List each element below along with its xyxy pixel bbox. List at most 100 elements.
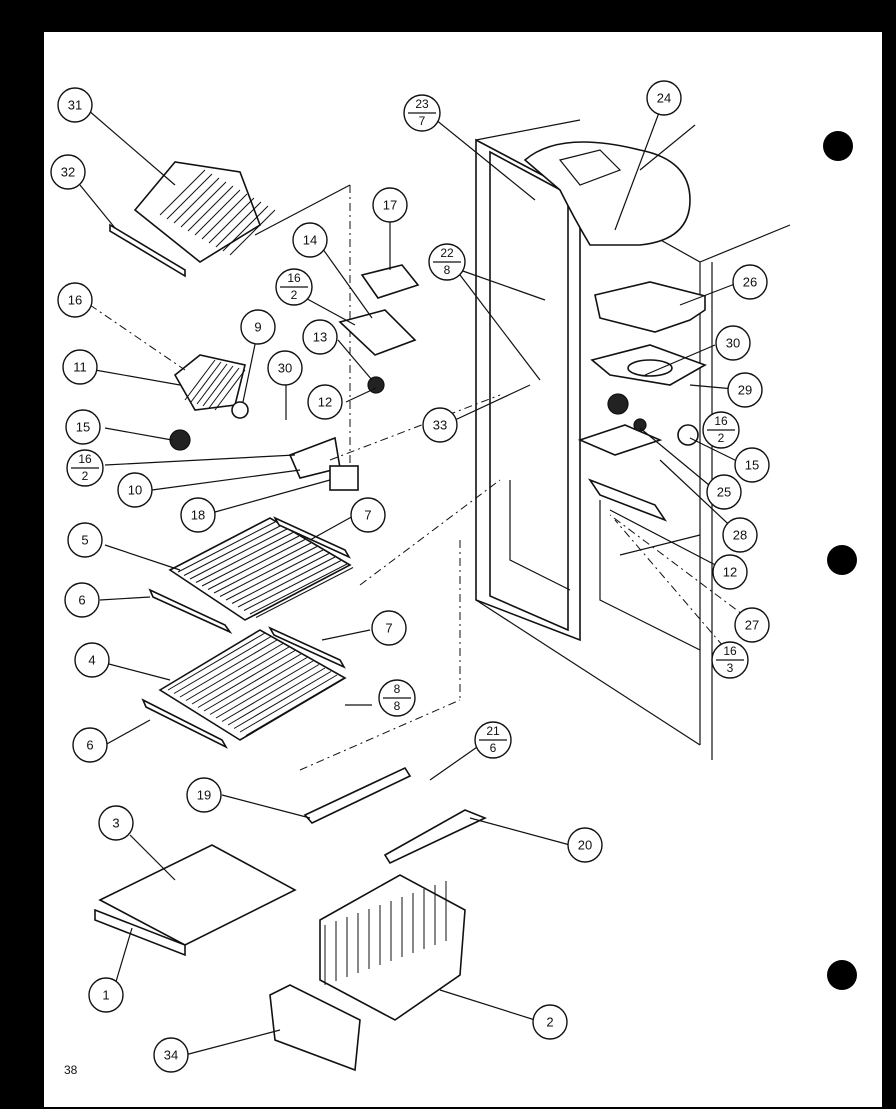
shelf-wire bbox=[249, 563, 348, 615]
shelf-wire bbox=[209, 657, 308, 715]
callout-c7a: 7 bbox=[350, 497, 386, 533]
callout-text: 15 bbox=[76, 419, 90, 434]
callout-text: 20 bbox=[578, 837, 592, 852]
shelf-wire bbox=[177, 521, 276, 573]
callout-c18: 18 bbox=[180, 497, 216, 533]
shelf-wire bbox=[215, 660, 314, 719]
page-number: 38 bbox=[64, 1063, 78, 1077]
cabinet-frame bbox=[475, 119, 791, 760]
callout-c15a: 15 bbox=[65, 409, 101, 445]
callout-c16a: 16 bbox=[57, 282, 93, 318]
tray-slat bbox=[215, 201, 262, 248]
binder-hole-middle bbox=[827, 545, 857, 575]
fraction-bottom: 6 bbox=[490, 741, 497, 755]
callout-c20: 20 bbox=[567, 827, 603, 863]
icemaker-rib bbox=[196, 363, 228, 405]
fraction-bottom: 2 bbox=[291, 288, 298, 302]
tray-slat bbox=[201, 193, 248, 240]
fraction-top: 22 bbox=[440, 246, 454, 260]
tray-slat bbox=[194, 189, 241, 236]
binder-hole-top bbox=[823, 131, 853, 161]
fraction-f16c: 162 bbox=[702, 411, 740, 449]
shelf-wire bbox=[195, 532, 294, 583]
fraction-top: 16 bbox=[287, 271, 301, 285]
cover-and-trim bbox=[94, 844, 297, 957]
callout-text: 18 bbox=[191, 507, 205, 522]
fraction-bottom: 2 bbox=[718, 431, 725, 445]
icemaker-rib bbox=[202, 365, 234, 407]
callout-labels: 3132161193015101817141312332426302915252… bbox=[50, 80, 770, 1073]
shelf-wire bbox=[197, 650, 296, 708]
callout-text: 11 bbox=[73, 359, 87, 374]
shelf-wire bbox=[203, 653, 302, 712]
wire-shelves bbox=[141, 479, 501, 749]
callout-text: 28 bbox=[733, 527, 747, 542]
callout-text: 6 bbox=[78, 592, 85, 607]
callout-text: 2 bbox=[546, 1014, 553, 1029]
callout-c6b: 6 bbox=[72, 727, 108, 763]
ice-tray-assembly bbox=[109, 161, 351, 470]
shelf-wire bbox=[221, 664, 320, 722]
callout-text: 16 bbox=[68, 292, 82, 307]
binder-hole-bottom bbox=[827, 960, 857, 990]
shelf-wire bbox=[167, 632, 266, 691]
callout-text: 15 bbox=[745, 457, 759, 472]
callout-c10: 10 bbox=[117, 472, 153, 508]
callout-text: 3 bbox=[112, 815, 119, 830]
shelf-wire bbox=[227, 667, 326, 726]
icemaker-rib bbox=[184, 359, 216, 401]
callout-c34: 34 bbox=[153, 1037, 189, 1073]
icemaker-rib bbox=[190, 361, 222, 403]
callout-text: 33 bbox=[433, 417, 447, 432]
shelf-wire bbox=[173, 636, 272, 694]
callout-c24: 24 bbox=[646, 80, 682, 116]
shelf-wire bbox=[255, 567, 354, 618]
callout-text: 24 bbox=[657, 90, 671, 105]
callout-c28: 28 bbox=[722, 517, 758, 553]
callout-text: 12 bbox=[723, 564, 737, 579]
freezer-basket bbox=[269, 874, 466, 1072]
callout-c26: 26 bbox=[732, 264, 768, 300]
callout-c12a: 12 bbox=[307, 384, 343, 420]
tray-slat bbox=[222, 205, 269, 252]
shelf-wire bbox=[185, 643, 284, 701]
callout-text: 30 bbox=[726, 335, 740, 350]
callout-text: 1 bbox=[102, 987, 109, 1002]
callout-text: 12 bbox=[318, 394, 332, 409]
fraction-bottom: 3 bbox=[727, 661, 734, 675]
callout-c4: 4 bbox=[74, 642, 110, 678]
fraction-top: 16 bbox=[714, 414, 728, 428]
callout-c6a: 6 bbox=[64, 582, 100, 618]
callout-c19: 19 bbox=[186, 777, 222, 813]
callout-c33: 33 bbox=[422, 407, 458, 443]
fraction-bottom: 2 bbox=[82, 469, 89, 483]
icemaker-rib bbox=[208, 367, 240, 409]
callout-text: 17 bbox=[383, 197, 397, 212]
shelf-wire bbox=[207, 539, 306, 590]
callout-c25: 25 bbox=[706, 474, 742, 510]
callout-c13: 13 bbox=[302, 319, 338, 355]
tray-slat bbox=[166, 173, 213, 220]
drawer-rails bbox=[299, 540, 487, 865]
callout-text: 32 bbox=[61, 164, 75, 179]
fraction-top: 23 bbox=[415, 97, 429, 111]
fraction-top: 8 bbox=[394, 682, 401, 696]
tray-slat bbox=[159, 169, 206, 216]
fraction-bottom: 8 bbox=[394, 699, 401, 713]
callout-text: 7 bbox=[364, 507, 371, 522]
callout-c9: 9 bbox=[240, 309, 276, 345]
tray-slat bbox=[208, 197, 255, 244]
callout-text: 30 bbox=[278, 360, 292, 375]
shelf-wire bbox=[191, 646, 290, 705]
callout-c5: 5 bbox=[67, 522, 103, 558]
right-side-parts bbox=[577, 281, 707, 556]
callout-c27: 27 bbox=[734, 607, 770, 643]
fraction-bottom: 8 bbox=[444, 263, 451, 277]
icemaker-components bbox=[169, 264, 501, 491]
callout-c17: 17 bbox=[372, 187, 408, 223]
callout-c3: 3 bbox=[98, 805, 134, 841]
tray-slat bbox=[180, 181, 227, 228]
callout-c1: 1 bbox=[88, 977, 124, 1013]
